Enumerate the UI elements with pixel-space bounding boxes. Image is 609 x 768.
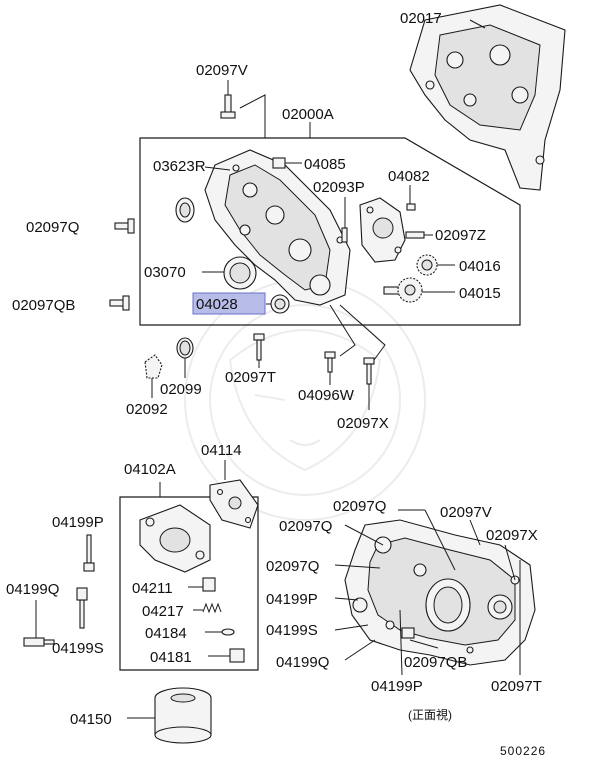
callout-02017: 02017	[400, 10, 442, 27]
callout-02093P: 02093P	[313, 179, 365, 196]
bolt-02097Q-left	[114, 218, 135, 234]
bolt-02097V-top	[220, 94, 236, 119]
bolt-02097X-mid	[363, 357, 375, 385]
diagram-code: 500226	[500, 744, 546, 758]
callout-02097Q-r2: 02097Q	[279, 518, 332, 535]
ring-04184	[221, 628, 235, 636]
pin-02093P	[341, 227, 348, 243]
screw-04082	[406, 203, 416, 211]
pump-cover-04082	[359, 197, 406, 263]
callout-04199Q-left: 04199Q	[6, 581, 59, 598]
callout-04028: 04028	[196, 296, 238, 313]
callout-04199S-r: 04199S	[266, 622, 318, 639]
callout-02097V-r: 02097V	[440, 504, 492, 521]
callout-02097X-r: 02097X	[486, 527, 538, 544]
callout-04199P-r2: 04199P	[371, 678, 423, 695]
callout-04199S-left: 04199S	[52, 640, 104, 657]
callout-04015: 04015	[459, 285, 501, 302]
callout-02097T-mid: 02097T	[225, 369, 276, 386]
callout-02000A: 02000A	[282, 106, 334, 123]
gear-04016	[416, 254, 438, 276]
callout-02097QB-left: 02097QB	[12, 297, 75, 314]
callout-02092: 02092	[126, 401, 168, 418]
spring-04217	[202, 602, 222, 614]
plug-04211	[202, 577, 216, 592]
callout-04082: 04082	[388, 168, 430, 185]
callout-02097V-top: 02097V	[196, 62, 248, 79]
gasket-02017	[409, 4, 566, 191]
callout-03623R: 03623R	[153, 158, 206, 175]
bolt-02097QB-left	[109, 295, 130, 311]
bolt-04096W	[324, 351, 336, 373]
plug-04085	[272, 157, 286, 169]
callout-04028-highlight	[192, 292, 266, 315]
oil-pump-housing	[204, 149, 351, 306]
callout-04181: 04181	[150, 649, 192, 666]
callout-04102A: 04102A	[124, 461, 176, 478]
bolt-04199P-left	[83, 534, 95, 572]
bolt-04199S-left	[76, 587, 88, 629]
bolt-02097Z	[405, 231, 425, 239]
plunger-04181	[229, 648, 245, 663]
callout-labels: 02017 02097V 02000A 03623R 04085 04082 0…	[6, 10, 546, 758]
callout-04150: 04150	[70, 711, 112, 728]
callout-02097QB-r: 02097QB	[404, 654, 467, 671]
callout-02097X-mid: 02097X	[337, 415, 389, 432]
callout-04199Q-r: 04199Q	[276, 654, 329, 671]
oil-filter-bracket-04102A	[139, 504, 211, 573]
callout-04199P-left: 04199P	[52, 514, 104, 531]
callout-03070: 03070	[144, 264, 186, 281]
callout-04211: 04211	[132, 580, 173, 597]
callout-02097Q-left: 02097Q	[26, 219, 79, 236]
oil-seal-03070	[223, 256, 257, 290]
bolt-02097T-mid	[253, 333, 265, 361]
seal-04028	[270, 294, 290, 314]
strainer-02092	[144, 354, 163, 379]
oil-filter-04150	[154, 687, 212, 744]
callout-02097Q-r1: 02097Q	[333, 498, 386, 515]
o-ring-02099	[176, 337, 194, 359]
callout-02097Z: 02097Z	[435, 227, 486, 244]
callout-04016: 04016	[459, 258, 501, 275]
right-leader-lines	[334, 509, 521, 676]
gasket-04114	[209, 479, 259, 529]
callout-04085: 04085	[304, 156, 346, 173]
seal-03623R	[175, 197, 195, 223]
callout-02097T-r: 02097T	[491, 678, 542, 695]
gear-04015	[383, 277, 423, 303]
front-cover-assembly	[344, 519, 536, 666]
bolt-04199Q-left	[23, 637, 55, 647]
callout-02097Q-r3: 02097Q	[266, 558, 319, 575]
view-note: (正面視)	[408, 707, 452, 722]
callout-02099: 02099	[160, 381, 202, 398]
callout-04096W: 04096W	[298, 387, 355, 404]
callout-04184: 04184	[145, 625, 187, 642]
callout-04114: 04114	[201, 442, 242, 459]
callout-04217: 04217	[142, 603, 184, 620]
callout-04199P-r: 04199P	[266, 591, 318, 608]
